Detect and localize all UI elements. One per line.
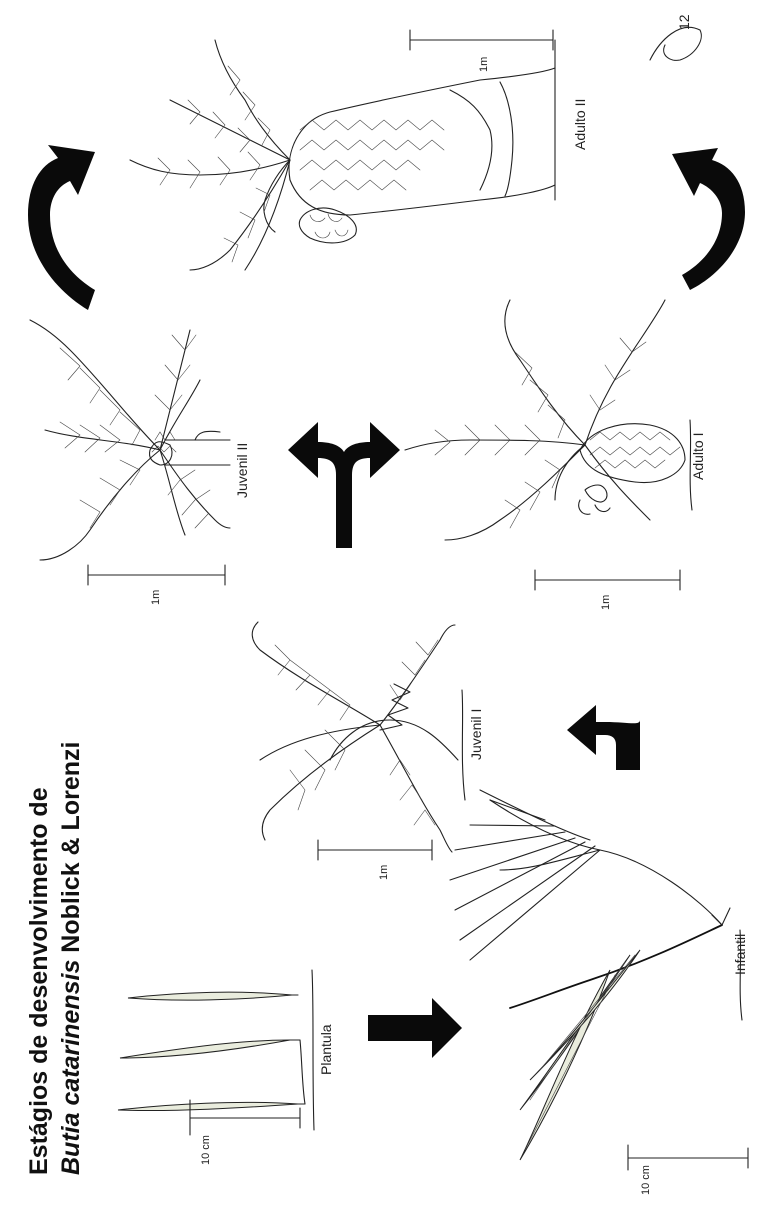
scale-label-adulto-1: 1m xyxy=(600,595,612,610)
stage-label-adulto-1: Adulto I xyxy=(690,433,706,480)
adulto-1-scale-bar xyxy=(535,570,680,590)
juvenil-1-drawing xyxy=(252,622,465,852)
stage-label-infantil: Infantil xyxy=(732,934,748,975)
stage-label-plantula: Plantula xyxy=(318,1024,334,1075)
adulto-1-drawing xyxy=(405,300,692,540)
arrow-plantula-to-infantil xyxy=(368,998,462,1058)
plantula-drawing xyxy=(118,970,314,1130)
arrow-juvenil-1-split xyxy=(288,422,400,548)
arrow-juvenil-2-to-adulto-2 xyxy=(28,145,95,310)
juvenil-1-scale-bar xyxy=(318,840,432,860)
scale-label-juvenil-1: 1m xyxy=(378,865,390,880)
arrow-infantil-to-juvenil-1 xyxy=(567,705,640,770)
juvenil-2-drawing xyxy=(30,320,230,560)
adulto-2-drawing xyxy=(130,40,555,270)
corner-scribble xyxy=(650,27,701,60)
infantil-drawing xyxy=(450,790,742,1160)
stage-label-juvenil-2: Juvenil II xyxy=(234,443,250,498)
juvenil-2-scale-bar xyxy=(88,565,225,585)
arrow-adulto-1-to-adulto-2 xyxy=(672,148,745,290)
corner-mark: 12 xyxy=(676,14,692,30)
stage-label-adulto-2: Adulto II xyxy=(572,99,588,150)
scale-label-adulto-2: 1m xyxy=(478,57,490,72)
adulto-2-scale-bar xyxy=(410,30,553,50)
scale-label-juvenil-2: 1m xyxy=(150,590,162,605)
scale-label-infantil: 10 cm xyxy=(640,1165,652,1195)
scale-label-plantula: 10 cm xyxy=(200,1135,212,1165)
stage-label-juvenil-1: Juvenil I xyxy=(468,709,484,760)
